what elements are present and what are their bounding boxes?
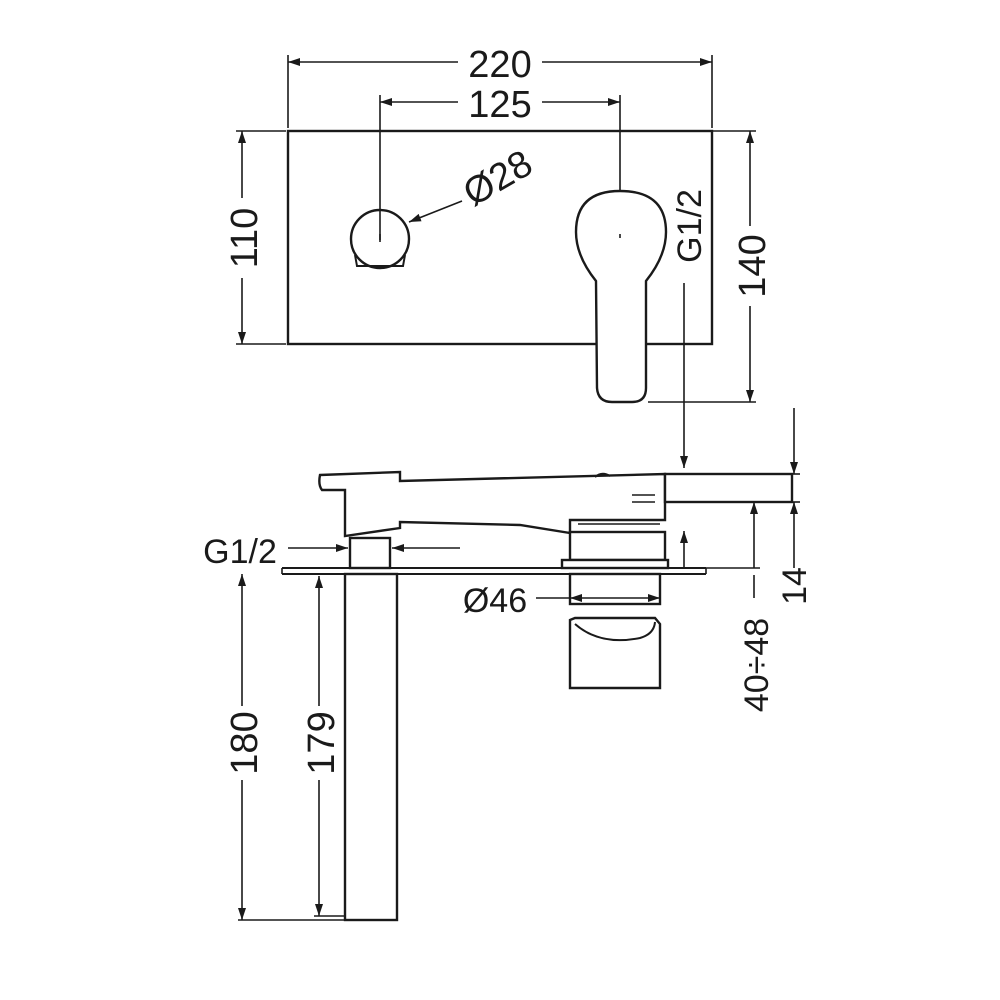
dim-overall-width: 220 — [287, 44, 713, 128]
dim-inlet-thread-side: G1/2 — [203, 533, 460, 571]
dim-lever-height: 140 — [648, 130, 774, 403]
dim-body-diameter-label: Ø46 — [463, 582, 527, 620]
dim-body-diameter: Ø46 — [463, 582, 660, 620]
dim-wall-depth-label: 40÷48 — [738, 618, 776, 712]
dim-inlet-thread-top-label: G1/2 — [671, 189, 709, 263]
dim-wall-depth: 40÷48 — [680, 502, 776, 712]
dim-plate-height: 110 — [224, 130, 286, 345]
dim-lever-thickness-label: 14 — [776, 567, 814, 605]
spout-connector — [348, 536, 392, 570]
dim-spout-length-inner: 179 — [301, 576, 345, 917]
front-view: 220 125 Ø28 110 140 — [224, 44, 774, 468]
dim-inlet-thread-top: G1/2 — [671, 189, 709, 468]
dim-spout-length-inner-label: 179 — [301, 711, 343, 774]
dim-center-distance-label: 125 — [468, 84, 531, 126]
dim-inlet-thread-side-label: G1/2 — [203, 533, 277, 571]
side-lever-arm — [663, 472, 794, 504]
dim-plate-height-label: 110 — [224, 208, 266, 269]
dim-center-distance: 125 — [379, 84, 621, 240]
dim-lever-height-label: 140 — [732, 234, 774, 297]
dim-spout-length-outer-label: 180 — [224, 711, 266, 774]
spout-pipe — [343, 572, 399, 922]
mixer-body — [318, 470, 667, 538]
side-view: G1/2 Ø46 14 40÷48 180 — [203, 408, 814, 922]
dim-lever-thickness: 14 — [776, 408, 814, 605]
cartridge-housing — [568, 530, 667, 562]
dim-overall-width-label: 220 — [468, 44, 531, 86]
lever-handle — [574, 189, 668, 404]
dim-spout-length-outer: 180 — [224, 574, 345, 921]
